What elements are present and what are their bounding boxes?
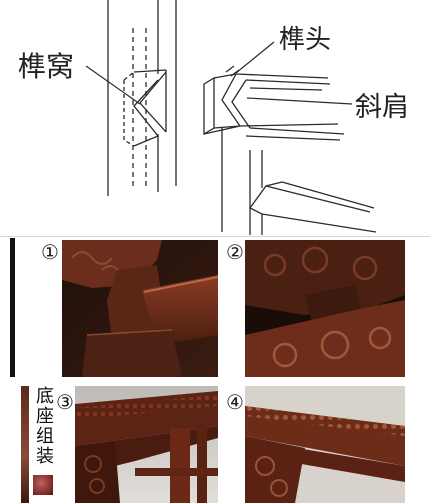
photo4-apron-strip <box>285 446 405 482</box>
photo2-swirl-c <box>352 255 378 281</box>
photo-step-4 <box>245 386 405 503</box>
photo1-bottom-block <box>82 330 182 377</box>
photo3-right-post <box>170 428 190 503</box>
photo2-carved-top-piece <box>245 240 405 315</box>
photo3-stretcher <box>135 468 218 476</box>
section-separator <box>0 236 430 237</box>
label-mortise: 榫窝 <box>18 50 75 83</box>
post-hidden-lines <box>132 28 147 190</box>
lower-vertical-lines <box>221 128 263 235</box>
photo2-rail-swirl-a <box>272 342 298 368</box>
lower-joint-piece <box>221 128 377 235</box>
step-number-3: ③ <box>56 390 74 414</box>
photo4-carved-foot <box>245 436 305 503</box>
lower-rail-bevel <box>249 181 375 213</box>
photo2-swirl-a <box>263 253 287 277</box>
lower-rail-bottom <box>249 207 377 235</box>
photo1-beam-highlight <box>143 276 218 293</box>
caption-base-assembly: 底座组装 <box>33 386 54 466</box>
photo3-left-leg <box>75 441 120 503</box>
photo3-beam-carving <box>75 395 218 420</box>
mortise-leader-line <box>85 65 141 105</box>
caption-side-strip <box>21 386 29 503</box>
photo2-swirl-b <box>301 246 329 274</box>
photo3-leg-carving <box>84 455 105 494</box>
photo4-foot-swirl-b <box>270 479 288 497</box>
tenon-piece <box>203 65 345 141</box>
tenon-leader-line <box>235 41 275 74</box>
tenon-inner-chevron <box>231 79 251 129</box>
photo-step-3 <box>75 386 218 503</box>
photo2-rail-swirl-b <box>320 330 350 360</box>
photo1-block-edge <box>86 329 173 336</box>
left-border-bar <box>10 238 15 377</box>
bevel-shoulder-leader-line <box>246 97 353 105</box>
step-number-4: ④ <box>226 390 244 414</box>
rail-lines-bottom <box>239 123 345 141</box>
tenon-front-face <box>203 76 215 136</box>
mortise-outer-chevron <box>133 69 167 133</box>
photo2-rail-carving <box>272 326 392 368</box>
mortise-hidden-box <box>123 71 135 147</box>
step-number-1: ① <box>41 240 59 264</box>
photo-step-2 <box>245 240 405 377</box>
mortise-shape <box>123 69 167 147</box>
joinery-line-diagram <box>85 0 377 235</box>
photo1-right-beam <box>142 275 218 345</box>
photo2-top-carving <box>263 246 378 281</box>
mortise-inner-chevron <box>133 79 160 147</box>
caption-thumbnail <box>33 475 53 495</box>
photo2-rail-swirl-c <box>368 326 392 350</box>
photo1-tenon-post <box>107 265 162 340</box>
photo3-far-post <box>197 424 207 503</box>
label-bevel-shoulder: 斜肩 <box>355 92 409 123</box>
label-tenon: 榫头 <box>279 25 332 55</box>
photo4-foot-carving <box>255 456 288 497</box>
photo4-beam-ridge <box>245 406 405 436</box>
photo-step-1 <box>62 240 218 377</box>
photo3-leg-swirl-b <box>89 478 105 494</box>
photo4-foot-swirl-a <box>255 456 275 476</box>
photo3-leg-swirl-a <box>84 455 102 473</box>
tenon-outer-chevron <box>221 73 241 127</box>
step-number-2: ② <box>226 240 244 264</box>
rail-lines-top <box>235 73 331 91</box>
